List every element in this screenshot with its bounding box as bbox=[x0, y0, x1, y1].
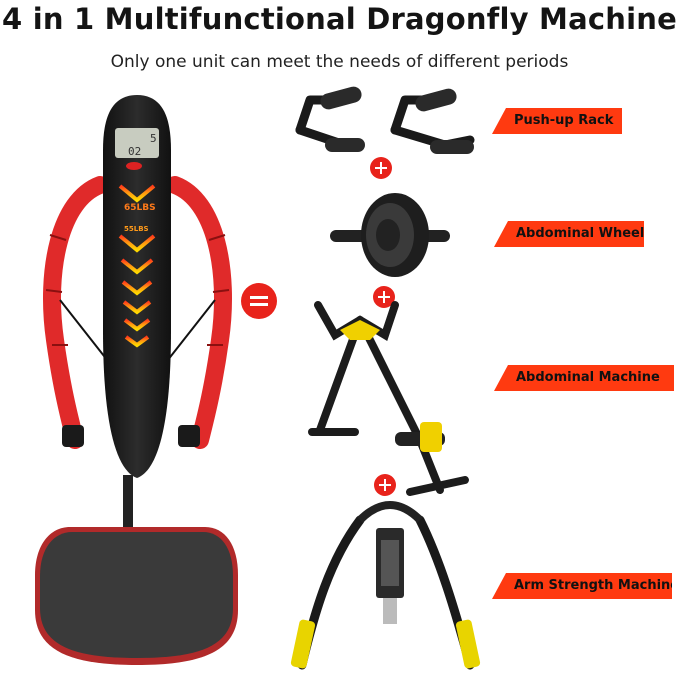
tag-abdominal-wheel: Abdominal Wheel bbox=[494, 221, 644, 247]
equals-icon bbox=[241, 283, 277, 319]
display-top: 5 bbox=[150, 132, 157, 145]
page-subtitle: Only one unit can meet the needs of diff… bbox=[110, 52, 569, 72]
page-title: 4 in 1 Multifunctional Dragonfly Machine bbox=[2, 2, 677, 36]
plus-icon bbox=[374, 474, 396, 496]
display-bottom: 02 bbox=[128, 145, 141, 158]
tag-abdominal-machine: Abdominal Machine bbox=[494, 365, 674, 391]
tag-arm-strength-machine: Arm Strength Machine bbox=[492, 573, 672, 599]
level-label-55: 55LBS bbox=[124, 225, 149, 233]
plus-icon bbox=[370, 157, 392, 179]
level-label-65: 65LBS bbox=[124, 203, 156, 213]
plus-icon bbox=[373, 286, 395, 308]
tag-push-up-rack: Push-up Rack bbox=[492, 108, 622, 134]
